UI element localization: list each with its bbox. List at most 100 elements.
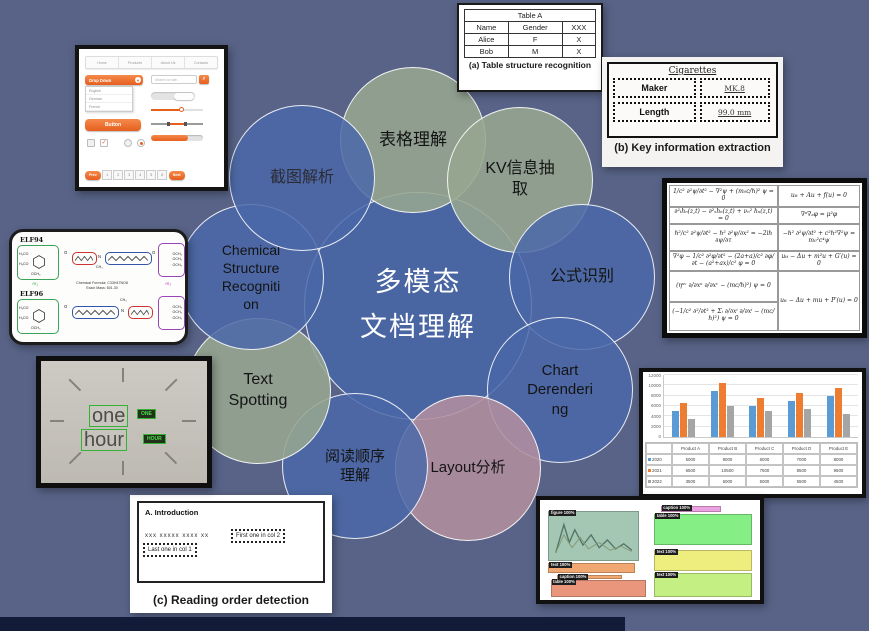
equation: uₜₜ + Au + f(u) = 0	[777, 185, 860, 207]
next-label: Next	[172, 173, 181, 177]
region-label: figure 100%	[549, 509, 576, 516]
toggle-switch[interactable]	[151, 92, 195, 100]
chart-table-cell: 6000	[746, 454, 783, 465]
methyl-label: CH₃	[96, 265, 103, 269]
chemical-structure-panel: ELF94 H₃CO H₃CO OCH₃ O N CH₃ O OCH₃ OCH₃…	[9, 229, 188, 345]
chart-table-cell: Product B	[709, 443, 746, 454]
axis-tick-label: 4000	[650, 413, 661, 419]
radio-selected[interactable]	[137, 139, 145, 147]
chart-table-cell: 6500	[672, 465, 709, 476]
linker-box-red	[128, 306, 153, 319]
next-button[interactable]: Next	[168, 170, 185, 180]
search-button[interactable]: ⌕	[199, 75, 209, 84]
substituent-label: H₃CO	[19, 316, 29, 320]
chart-table-cell: Product A	[672, 443, 709, 454]
oxygen-atom: O	[152, 250, 156, 255]
table-cell: Bob	[464, 45, 509, 58]
page-button[interactable]: 3	[124, 170, 135, 180]
dropdown-option[interactable]: English	[86, 87, 132, 95]
task-label: Layout分析	[430, 459, 506, 477]
prev-label: Prev	[89, 173, 97, 177]
bar-2022	[726, 406, 734, 437]
layout-region: text 100%	[548, 562, 635, 574]
region-label: text 100%	[549, 562, 572, 569]
bar-2022	[765, 411, 773, 437]
chart-table-cell: Product E	[820, 443, 857, 454]
substituent-label: OCH₃	[172, 304, 182, 309]
substituent-label: OCH₃	[31, 326, 41, 330]
checkbox-unchecked[interactable]	[87, 139, 95, 147]
linker-box-blue	[72, 306, 119, 319]
button-label: Button	[104, 122, 122, 128]
chart-table-cell: 5000	[672, 454, 709, 465]
checkbox-checked[interactable]: ✓	[100, 139, 108, 147]
nav-item-about-us[interactable]: About Us	[152, 57, 185, 68]
chain-zigzag	[75, 255, 93, 262]
task-circle-kv-extraction: KV信息抽 取	[447, 107, 593, 253]
search-input[interactable]: Search on site...	[151, 75, 197, 84]
chart-table-cell: 9500	[820, 465, 857, 476]
chain-zigzag	[108, 255, 148, 262]
detected-word-one: one	[89, 405, 129, 427]
chart-table-cell: 6000	[709, 476, 746, 487]
region-label: text 100%	[655, 549, 678, 555]
prev-button[interactable]: Prev	[85, 170, 101, 180]
kv-title: Cigarettes	[668, 66, 717, 76]
page-button[interactable]: 1	[102, 170, 113, 180]
primary-button[interactable]: Button	[85, 119, 141, 131]
layout-region: figure 100%	[548, 509, 640, 561]
nav-item-products[interactable]: Products	[119, 57, 152, 68]
region-label: caption 100%	[661, 504, 692, 511]
table-cell: X	[561, 33, 597, 46]
dropdown-option[interactable]: French	[86, 103, 132, 111]
bottom-bar	[0, 617, 625, 631]
page-button[interactable]: 5	[146, 170, 157, 180]
center-title: 多模态 文档理解	[360, 267, 476, 343]
bar-2021	[796, 393, 804, 437]
substituent-label: OCH₃	[172, 251, 182, 256]
toggle-knob[interactable]	[174, 92, 194, 100]
equation: (−1/c² ∂²/∂t² + Σᵢ ∂/∂xⁱ ∂/∂xⁱ − (mc/ℏ)²…	[669, 301, 778, 331]
bar-group	[749, 375, 773, 437]
slider-handle[interactable]	[178, 107, 184, 112]
substituent-label: OCH₃	[172, 315, 182, 320]
linker-box-red	[72, 252, 97, 265]
range-slider-2[interactable]	[151, 121, 203, 126]
page-button[interactable]: 2	[113, 170, 124, 180]
axis-tick-label: 0	[658, 433, 661, 439]
bar-2020	[671, 411, 679, 437]
bar-2020	[710, 390, 718, 437]
table-header: Name	[464, 21, 509, 34]
nitrogen-atom: N	[121, 308, 125, 313]
axis-tick-label: 6000	[650, 403, 661, 409]
legend-swatch	[648, 468, 651, 472]
layout-analysis-panel: figure 100%text 100%caption 100%table 10…	[536, 496, 764, 604]
page-button[interactable]: 6	[157, 170, 168, 180]
dropdown-button[interactable]: Drop Down ▼	[85, 75, 143, 85]
nitrogen-atom: N	[98, 254, 102, 259]
kv-key-box: Maker	[613, 78, 696, 98]
task-label: Text Spotting	[228, 371, 288, 409]
task-label: KV信息抽 取	[485, 160, 555, 198]
task-circle-screenshot-parsing: 截图解析	[229, 105, 375, 251]
task-label: 公式识别	[549, 267, 614, 285]
dropdown-option[interactable]: German	[86, 95, 132, 103]
molecule-name-2: ELF96	[20, 290, 44, 298]
reading-order-panel: A. Introduction xxx xxxxx xxxx xx Last o…	[130, 495, 332, 613]
table-header: XXX	[561, 21, 597, 34]
methyl-label: CH₃	[120, 298, 127, 302]
bar-2022	[843, 413, 851, 437]
range-slider[interactable]	[151, 107, 203, 112]
nav-item-contacts[interactable]: Contacts	[193, 60, 209, 65]
chart-table-cell: Product D	[783, 443, 820, 454]
chart-table-legend: 2021	[646, 465, 672, 476]
nav-item-home[interactable]: Home	[86, 57, 119, 68]
page-button[interactable]: 4	[135, 170, 146, 180]
radio-unselected[interactable]	[124, 139, 132, 147]
